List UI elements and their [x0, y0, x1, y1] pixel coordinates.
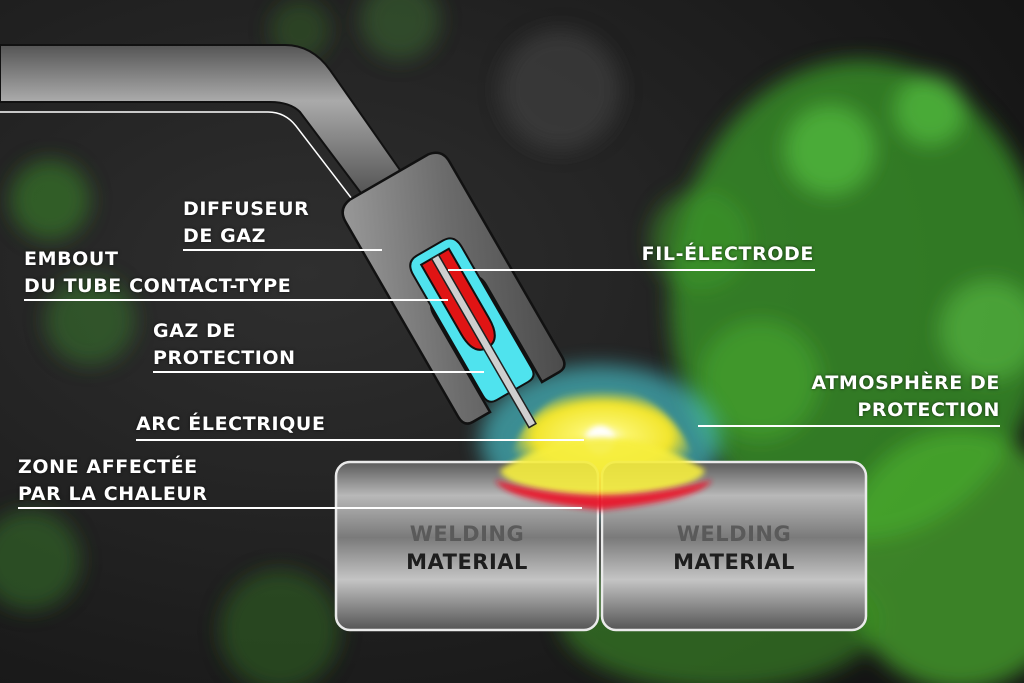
- label-protective-atmosphere: ATMOSPHÈRE DE PROTECTION: [811, 370, 1000, 424]
- label-contact-tip-line1: EMBOUT: [24, 248, 119, 270]
- label-gas-diffuser-line2: DE GAZ: [183, 225, 267, 247]
- label-gas-diffuser: DIFFUSEUR DE GAZ: [183, 196, 309, 250]
- right-material-line2: MATERIAL: [673, 550, 795, 574]
- pipe-highlight: [0, 111, 363, 213]
- label-heat-affected-zone-line1: ZONE AFFECTÉE: [18, 456, 198, 478]
- leader-lines: [18, 249, 1000, 509]
- workpieces: [334, 460, 868, 632]
- label-gas-diffuser-line1: DIFFUSEUR: [183, 198, 310, 220]
- label-electric-arc: ARC ÉLECTRIQUE: [136, 413, 326, 435]
- label-contact-tip-line2: DU TUBE CONTACT-TYPE: [24, 275, 292, 297]
- left-material-line2: MATERIAL: [406, 550, 528, 574]
- wire-electrode: [430, 253, 537, 429]
- label-shielding-gas: GAZ DE PROTECTION: [153, 318, 296, 372]
- label-wire-electrode: FIL-ÉLECTRODE: [641, 243, 814, 265]
- label-heat-affected-zone-line2: PAR LA CHALEUR: [18, 483, 208, 505]
- left-material-label: WELDING MATERIAL: [336, 520, 598, 576]
- label-shielding-gas-line1: GAZ DE: [153, 320, 237, 342]
- right-material-label: WELDING MATERIAL: [602, 520, 866, 576]
- right-material-line1: WELDING: [676, 522, 792, 546]
- label-protective-atmosphere-line1: ATMOSPHÈRE DE: [811, 372, 1000, 394]
- label-protective-atmosphere-line2: PROTECTION: [857, 399, 1000, 421]
- label-contact-tip: EMBOUT DU TUBE CONTACT-TYPE: [24, 246, 291, 300]
- label-shielding-gas-line2: PROTECTION: [153, 347, 296, 369]
- torch-nozzle: [341, 151, 566, 429]
- left-material-line1: WELDING: [409, 522, 525, 546]
- label-heat-affected-zone: ZONE AFFECTÉE PAR LA CHALEUR: [18, 454, 208, 508]
- weld-bead: [495, 437, 712, 510]
